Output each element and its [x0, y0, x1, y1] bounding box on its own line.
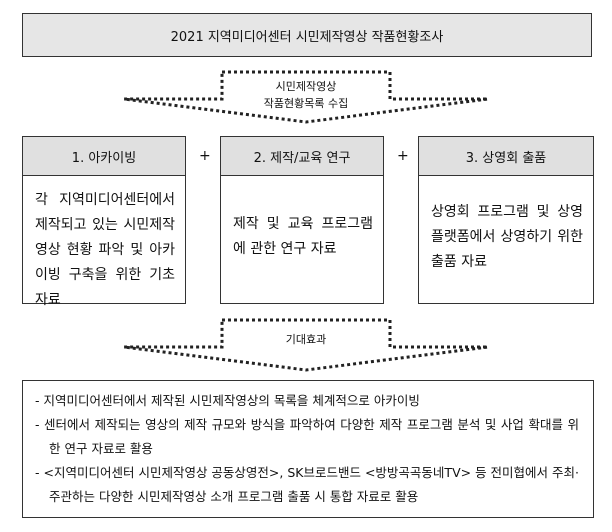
column-research-body-text: 제작 및 교육 프로그램에 관한 연구 자료 [233, 216, 373, 257]
effects-arrow [123, 318, 489, 372]
plus-sign-1: + [199, 148, 211, 164]
collect-label-line2: 작품현황목록 수집 [263, 97, 349, 110]
column-archiving-body-text: 각 지역미디어센터에서 제작되고 있는 시민제작영상 현황 파악 및 아카이빙 … [35, 192, 175, 308]
column-archiving-heading-text: 1. 아카이빙 [71, 150, 137, 166]
column-archiving-body: 각 지역미디어센터에서 제작되고 있는 시민제작영상 현황 파악 및 아카이빙 … [22, 176, 186, 308]
expected-effects-box: 지역미디어센터에서 제작된 시민제작영상의 목록을 체계적으로 아카이빙 센터에… [22, 380, 594, 518]
plus-sign-2: + [397, 148, 409, 164]
column-screening-heading: 3. 상영회 출품 [418, 136, 594, 176]
effects-arrow-label: 기대효과 [285, 333, 327, 346]
column-research-heading: 2. 제작/교육 연구 [220, 136, 384, 176]
collect-arrow-label: 시민제작영상 작품현황목록 수집 [222, 78, 390, 112]
effect-item-1: 지역미디어센터에서 제작된 시민제작영상의 목록을 체계적으로 아카이빙 [35, 389, 579, 413]
column-archiving-heading: 1. 아카이빙 [22, 136, 186, 176]
column-screening-body: 상영회 프로그램 및 상영 플랫폼에서 상영하기 위한 출품 자료 [418, 176, 594, 304]
column-screening-heading-text: 3. 상영회 출품 [465, 150, 547, 166]
collect-label-line1: 시민제작영상 [275, 80, 337, 93]
column-research-heading-text: 2. 제작/교육 연구 [253, 150, 351, 166]
survey-title: 2021 지역미디어센터 시민제작영상 작품현황조사 [22, 13, 592, 57]
collect-arrow [123, 70, 489, 124]
effect-item-3: <지역미디어센터 시민제작영상 공동상영전>, SK브로드밴드 <방방곡곡동네T… [35, 461, 580, 509]
column-screening-body-text: 상영회 프로그램 및 상영 플랫폼에서 상영하기 위한 출품 자료 [431, 204, 583, 270]
survey-title-text: 2021 지역미디어센터 시민제작영상 작품현황조사 [170, 29, 444, 45]
effect-item-2: 센터에서 제작되는 영상의 제작 규모와 방식을 파악하여 다양한 제작 프로그… [35, 413, 579, 461]
effects-list: 지역미디어센터에서 제작된 시민제작영상의 목록을 체계적으로 아카이빙 센터에… [35, 389, 579, 509]
column-research-body: 제작 및 교육 프로그램에 관한 연구 자료 [220, 176, 384, 304]
